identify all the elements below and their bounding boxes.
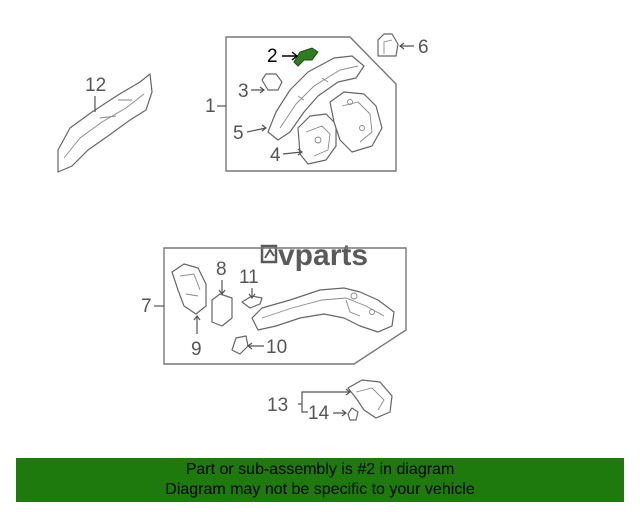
leader-2 [282,51,299,61]
leader-3 [251,86,265,94]
leader-6 [399,42,414,50]
part-9[interactable] [171,263,207,315]
part-2-highlighted[interactable] [293,47,319,67]
leader-5 [246,124,267,133]
callout-11[interactable]: 11 [239,267,259,288]
part-12[interactable] [57,73,153,173]
callout-6[interactable]: 6 [418,37,429,58]
callout-10[interactable]: 10 [266,337,287,358]
part-6[interactable] [377,33,399,57]
part-13[interactable] [347,379,393,419]
leader-4 [282,148,303,156]
callout-8[interactable]: 8 [216,259,227,280]
callout-5[interactable]: 5 [233,123,244,144]
leader-9 [193,315,201,334]
part-4[interactable] [297,113,337,165]
lower-rail-assembly[interactable] [251,287,395,333]
part-14[interactable] [347,407,359,421]
callout-7[interactable]: 7 [141,296,152,317]
group-box-7 [163,247,407,365]
leader-14 [333,409,347,417]
vparts-watermark: vparts [260,239,368,272]
callout-12[interactable]: 12 [85,75,106,96]
part-10[interactable] [231,335,249,355]
callout-1[interactable]: 1 [205,96,216,117]
banner-line-2: Diagram may not be specific to your vehi… [165,481,475,498]
part-3[interactable] [261,73,283,91]
group-box-1 [225,36,397,172]
part-11[interactable] [241,295,263,309]
leader-13 [298,388,351,413]
callout-9[interactable]: 9 [191,339,202,360]
leader-10 [247,342,264,350]
info-banner: Part or sub-assembly is #2 in diagram Di… [16,458,624,502]
callout-2[interactable]: 2 [267,46,278,67]
part-8[interactable] [211,293,233,327]
part-5[interactable] [267,55,365,141]
watermark-text: vparts [278,239,368,272]
wheelhouse-panel[interactable] [329,91,383,153]
callout-4[interactable]: 4 [270,145,281,166]
callout-13[interactable]: 13 [267,395,288,416]
callout-14[interactable]: 14 [308,403,330,424]
callout-3[interactable]: 3 [238,81,249,102]
leader-8 [218,280,226,295]
banner-line-1: Part or sub-assembly is #2 in diagram [185,461,455,478]
leader-11 [248,288,256,299]
